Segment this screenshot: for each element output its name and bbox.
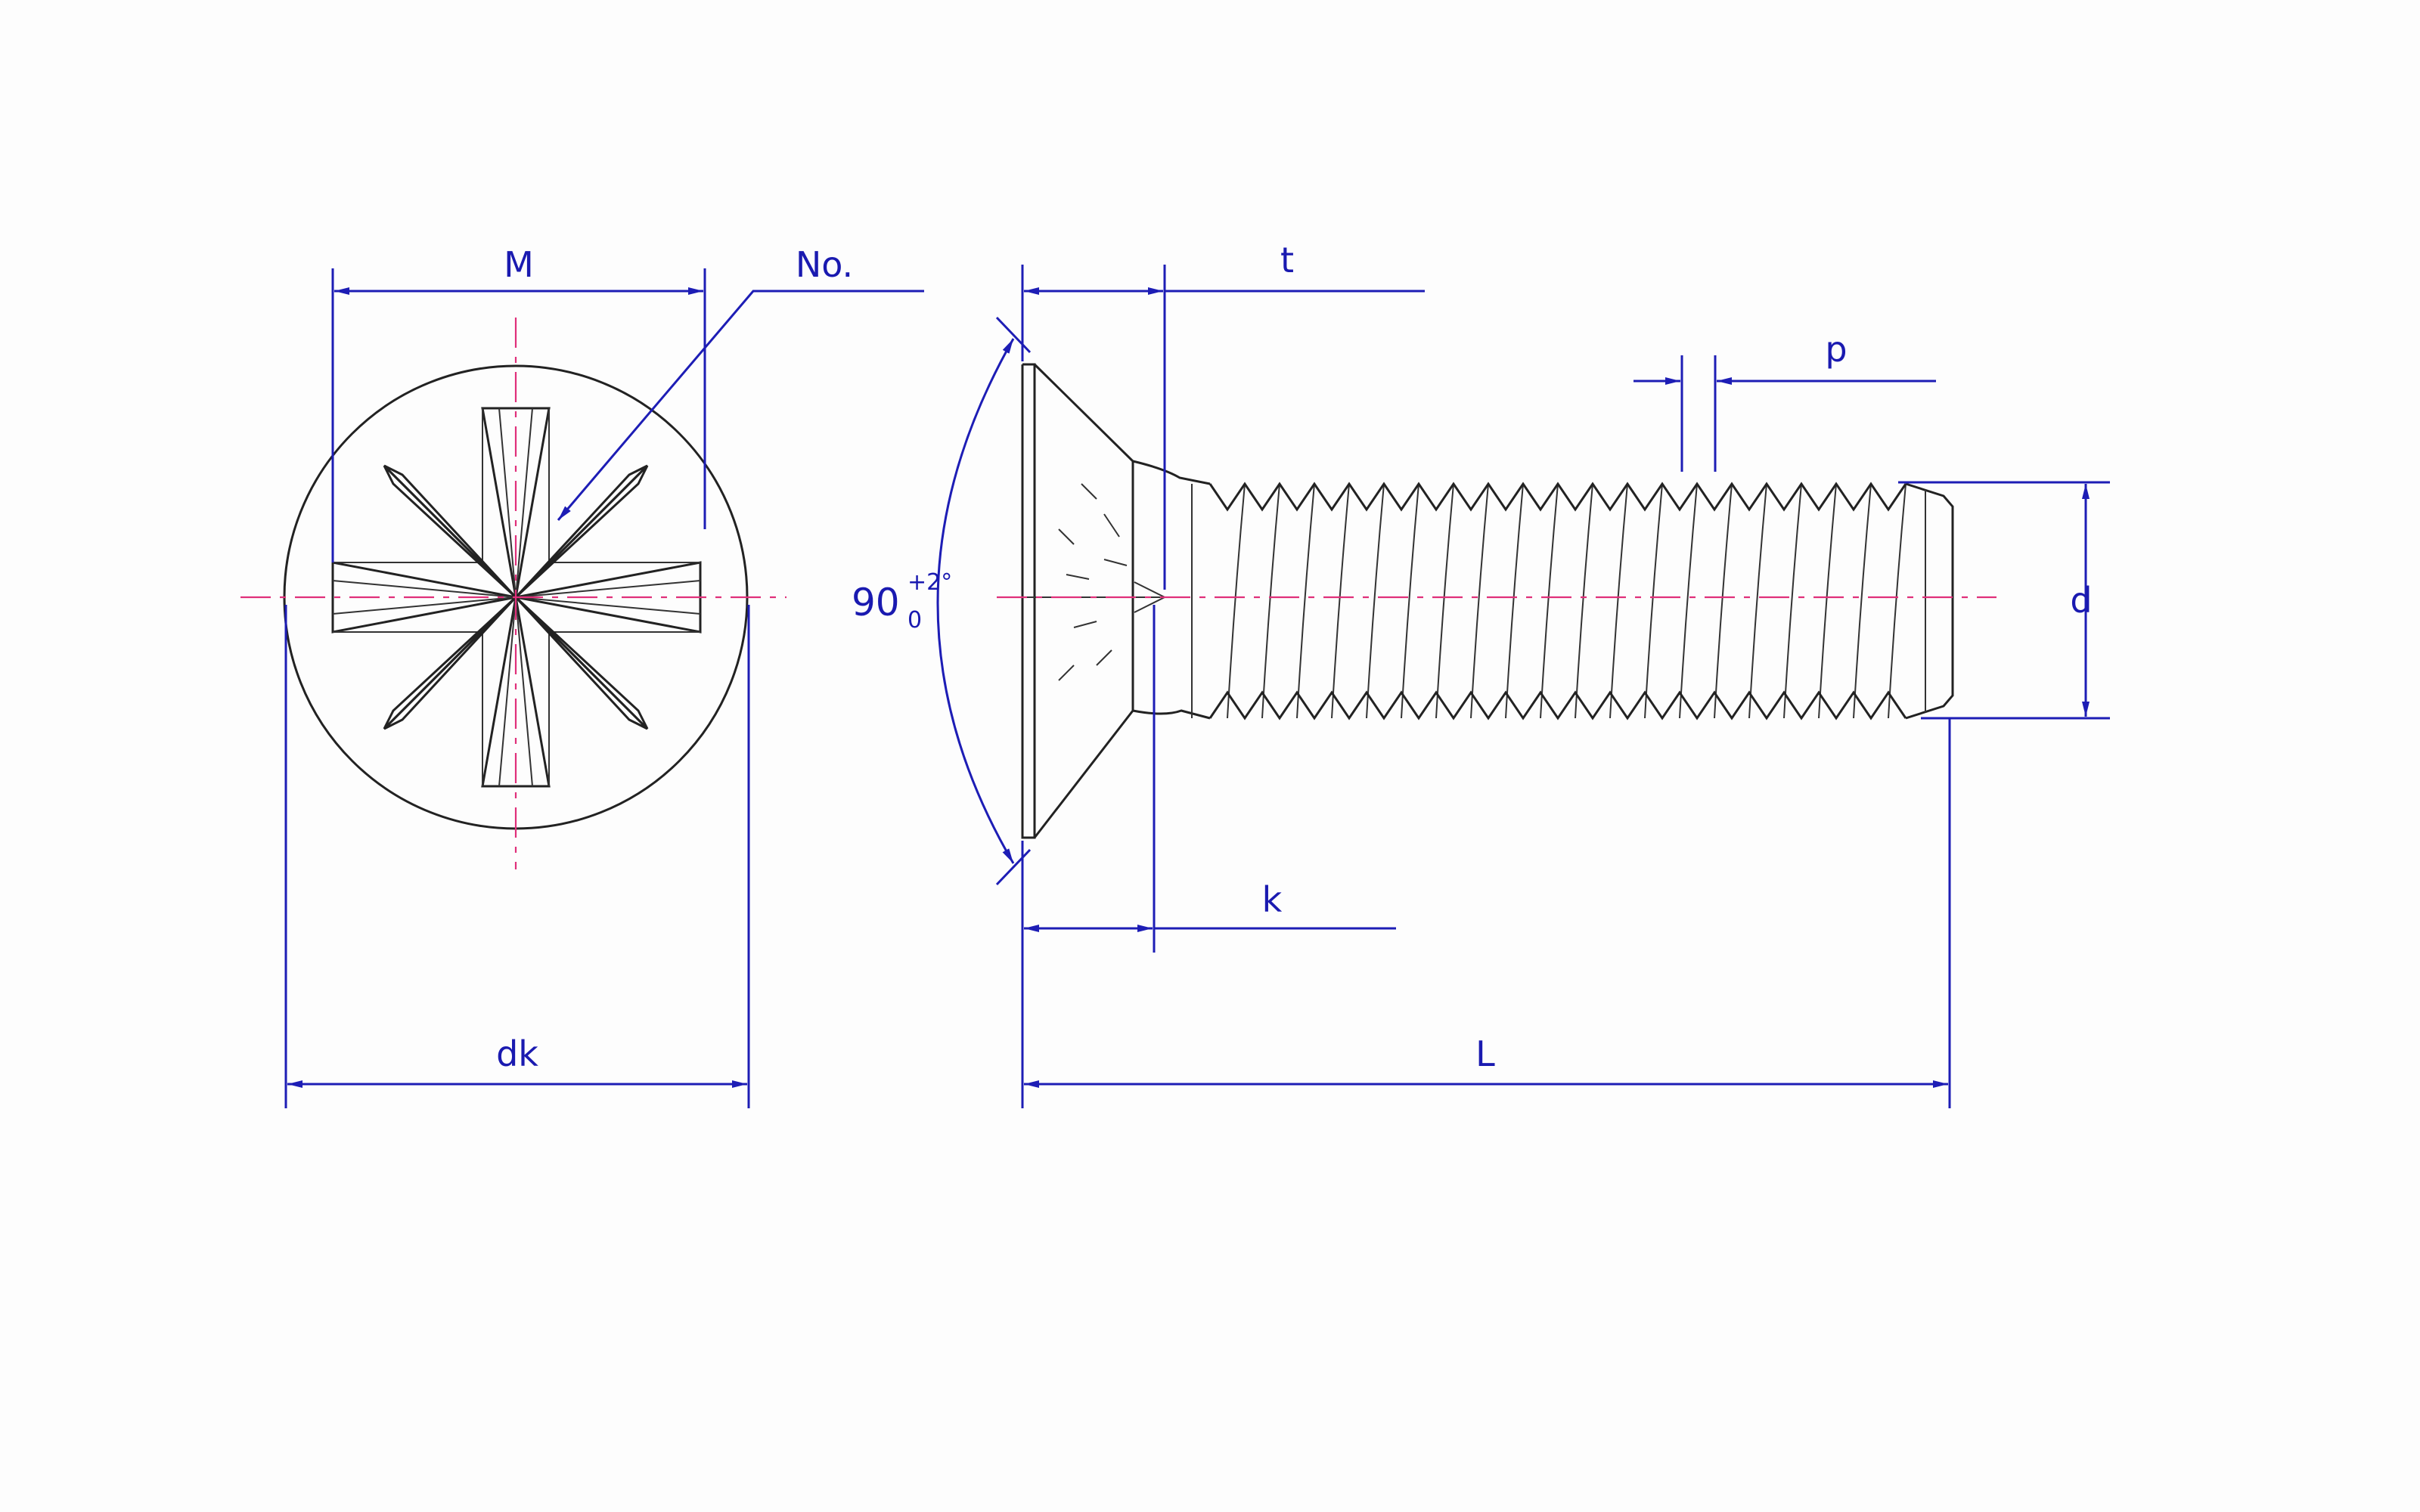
thread-crest-line bbox=[1714, 483, 1733, 719]
thread-crest-line bbox=[1227, 483, 1246, 719]
dimension-d: d bbox=[1898, 481, 2110, 720]
pozi-star-rays bbox=[383, 464, 649, 730]
thread-crest-line bbox=[1470, 483, 1489, 719]
dimension-angle: 90 +2° 0 bbox=[852, 316, 1032, 886]
thread-crest-line bbox=[1679, 483, 1698, 719]
label-L: L bbox=[1475, 1033, 1495, 1074]
thread-crest-line bbox=[1435, 483, 1454, 719]
dimension-L: L bbox=[1024, 718, 1951, 1108]
thread-crest-line bbox=[1296, 483, 1315, 719]
dimension-M: M bbox=[331, 244, 706, 562]
thread-crest-line bbox=[1818, 483, 1837, 719]
label-d: d bbox=[2070, 580, 2092, 621]
thread-crest-line bbox=[1261, 483, 1280, 719]
thread-crest-line bbox=[1888, 483, 1907, 719]
thread-bottom-profile bbox=[1208, 690, 1907, 720]
thread-zigzag bbox=[1208, 482, 1907, 720]
thread-crest-line bbox=[1540, 483, 1559, 719]
thread-crest-line bbox=[1505, 483, 1524, 719]
label-angle-tol-lower: 0 bbox=[908, 607, 922, 634]
label-angle: 90 bbox=[852, 581, 900, 624]
dimension-p: p bbox=[1634, 329, 1936, 472]
countersunk-cone bbox=[1033, 363, 1134, 838]
thread-crest-line bbox=[1609, 483, 1628, 719]
leader-No: No. bbox=[557, 244, 924, 521]
label-k: k bbox=[1262, 879, 1283, 920]
thread-crest-line bbox=[1331, 483, 1350, 719]
screw-side-view bbox=[997, 363, 1996, 839]
dimension-k: k bbox=[1021, 605, 1396, 1108]
thread-crest-line bbox=[1783, 483, 1802, 719]
thread-crest-line bbox=[1366, 483, 1385, 719]
label-angle-tol-upper: +2° bbox=[908, 569, 952, 596]
label-p: p bbox=[1825, 329, 1847, 370]
dimension-dk: dk bbox=[284, 605, 750, 1108]
recess-hint-lines bbox=[1022, 483, 1167, 681]
thread-top-profile bbox=[1208, 482, 1907, 512]
thread-end bbox=[1905, 482, 1954, 720]
label-dk: dk bbox=[496, 1033, 538, 1074]
label-t: t bbox=[1280, 240, 1294, 280]
thread-crest-line bbox=[1853, 483, 1872, 719]
label-M: M bbox=[504, 244, 534, 285]
label-No: No. bbox=[796, 244, 853, 285]
head-face bbox=[1021, 363, 1036, 839]
dimension-t: t bbox=[1021, 240, 1425, 590]
thread-crest-line bbox=[1748, 483, 1767, 719]
head-front-view bbox=[240, 318, 786, 869]
thread-crest-line bbox=[1644, 483, 1663, 719]
thread-crest-line bbox=[1575, 483, 1593, 719]
thread-crest-line bbox=[1401, 483, 1419, 719]
